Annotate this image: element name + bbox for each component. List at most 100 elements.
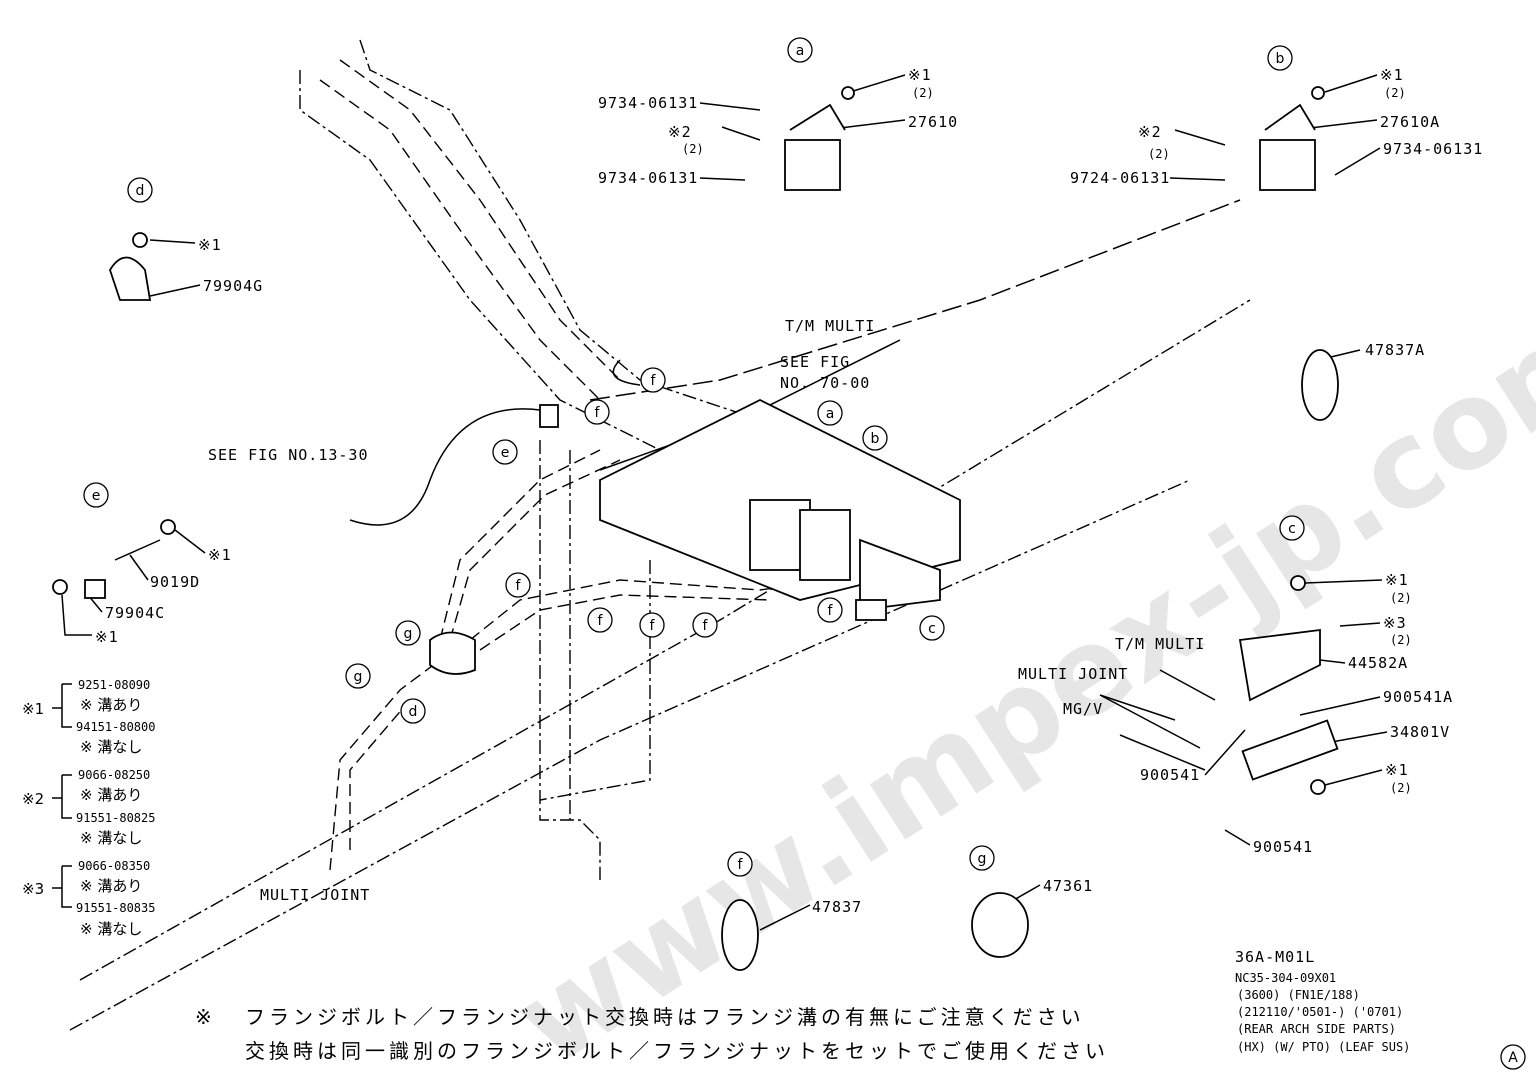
legend-item-2: ※2 9066-08250 ※ 溝あり 91551-80825 ※ 溝なし xyxy=(22,768,155,847)
label-detail-e-p4: ※1 xyxy=(95,628,119,646)
label-legend-1-b-num: 91551-80825 xyxy=(76,811,155,825)
label-detail-a-p3: 9734-06131 xyxy=(598,169,698,187)
label-detail-d-p2: 79904G xyxy=(203,277,263,295)
label-detail-c-p8: 900541 xyxy=(1253,838,1313,856)
label-detail-e-p2: 9019D xyxy=(150,573,200,591)
label-note-line2: 交換時は同一識別のフランジボルト／フランジナットをセットでご使用ください xyxy=(245,1039,1109,1063)
label-detail-b-p4: 27610A xyxy=(1380,113,1440,131)
callout-c: c xyxy=(928,621,936,637)
label-detail-b-p3q: (2) xyxy=(1384,86,1406,100)
label-legend-2-mark: ※3 xyxy=(22,880,44,898)
detail-d-labels: ※1 79904G xyxy=(198,236,263,295)
callout-f: f xyxy=(598,613,604,629)
label-detail-a-p4q: (2) xyxy=(912,86,934,100)
label-legend-1-a-num: 9066-08250 xyxy=(78,768,150,782)
callout-g: g xyxy=(404,626,413,642)
label-legend-2-a-num: 9066-08350 xyxy=(78,859,150,873)
label-detail-b-p5: 9734-06131 xyxy=(1383,140,1483,158)
label-detail-c-p1q: (2) xyxy=(1390,591,1412,605)
callout-a: a xyxy=(826,406,835,422)
label-code-0: 36A-M01L xyxy=(1235,948,1315,966)
callout-f-detail: f xyxy=(738,857,744,873)
label-legend-0-b-note: ※ 溝なし xyxy=(80,738,142,756)
label-detail-c-p1: ※1 xyxy=(1385,571,1409,589)
label-main-tm-multi: T/M MULTI xyxy=(785,317,875,335)
label-detail-a-p4: ※1 xyxy=(908,66,932,84)
label-detail-c-p6: 900541 xyxy=(1140,766,1200,784)
legend-item-1: ※1 9251-08090 ※ 溝あり 94151-80800 ※ 溝なし xyxy=(22,678,155,756)
label-legend-1-a-note: ※ 溝あり xyxy=(80,786,142,804)
label-code-4: (REAR ARCH SIDE PARTS) xyxy=(1237,1022,1396,1036)
label-legend-0-b-num: 94151-80800 xyxy=(76,720,155,734)
label-code-2: (3600) (FN1E/188) xyxy=(1237,988,1360,1002)
detail-e-labels: ※1 9019D 79904C ※1 xyxy=(95,546,232,646)
label-detail-a-p5: 27610 xyxy=(908,113,958,131)
bracket-assembly xyxy=(429,398,961,675)
label-detail-c-p2: ※3 xyxy=(1383,614,1407,632)
callout-f: f xyxy=(595,405,601,421)
callout-d-detail: d xyxy=(136,183,145,199)
label-detail-d-p1: ※1 xyxy=(198,236,222,254)
label-detail-b-p2: 9724-06131 xyxy=(1070,169,1170,187)
callout-d: d xyxy=(409,704,418,720)
label-detail-c-p5: 34801V xyxy=(1390,723,1450,741)
label-detail-c-p2q: (2) xyxy=(1390,633,1412,647)
detail-g-label: 47361 xyxy=(1043,877,1093,895)
label-main-see-fig-13: SEE FIG NO.13-30 xyxy=(208,446,369,464)
label-detail-a-p1: 9734-06131 xyxy=(598,94,698,112)
sheet-marker-a: A xyxy=(1508,1050,1518,1066)
main-labels: T/M MULTI SEE FIG NO. 70-00 SEE FIG NO.1… xyxy=(208,317,875,904)
drawing-code-block: 36A-M01L NC35-304-09X01 (3600) (FN1E/188… xyxy=(1235,948,1410,1054)
callout-g-detail: g xyxy=(978,851,987,867)
detail-b-labels: ※2 (2) 9724-06131 ※1 (2) 27610A 9734-06131 xyxy=(1070,66,1483,187)
callout-c-detail: c xyxy=(1288,521,1296,537)
label-main-see-fig-1: SEE FIG xyxy=(780,353,850,371)
label-legend-2-a-note: ※ 溝あり xyxy=(80,877,142,895)
callout-e-detail: e xyxy=(92,488,101,504)
callout-b: b xyxy=(871,431,880,447)
detail-c-labels: ※1(2) ※3(2) 44582A 900541A 34801V 900541… xyxy=(1018,571,1453,856)
detail-f-label: 47837 xyxy=(812,898,862,916)
callout-circles: a b d e c f g f f a b e f f f f f c g g … xyxy=(83,37,1526,1070)
detail-a-labels: 9734-06131 ※2(2) 9734-06131 ※1(2) 27610 xyxy=(598,66,958,187)
callout-f: f xyxy=(651,373,657,389)
footnote: ※ フランジボルト／フランジナット交換時はフランジ溝の有無にご注意ください 交換… xyxy=(195,1005,1109,1063)
label-detail-a-p2: ※2 xyxy=(668,123,692,141)
label-legend-0-a-note: ※ 溝あり xyxy=(80,696,142,714)
watermark: www.impex-jp.com xyxy=(492,278,1536,1074)
callout-b-detail: b xyxy=(1276,51,1285,67)
callout-f: f xyxy=(516,578,522,594)
label-detail-c-mgv: MG/V xyxy=(1063,700,1103,718)
label-detail-b-p1: ※2 xyxy=(1138,123,1162,141)
label-detail-c-p3: 44582A xyxy=(1348,654,1408,672)
label-detail-c-mj: MULTI JOINT xyxy=(1018,665,1128,683)
callout-f: f xyxy=(650,618,656,634)
callout-g: g xyxy=(354,669,363,685)
label-detail-b-p3: ※1 xyxy=(1380,66,1404,84)
tie-right-label: 47837A xyxy=(1365,341,1425,359)
label-main-multi-joint: MULTI JOINT xyxy=(260,886,370,904)
label-code-5: (HX) (W/ PTO) (LEAF SUS) xyxy=(1237,1040,1410,1054)
label-main-see-fig-2: NO. 70-00 xyxy=(780,374,870,392)
leader-lines xyxy=(61,74,1388,931)
label-detail-c-tm: T/M MULTI xyxy=(1115,635,1205,653)
label-detail-b-p1q: (2) xyxy=(1148,147,1170,161)
label-detail-c-p4: 900541A xyxy=(1383,688,1453,706)
label-code-1: NC35-304-09X01 xyxy=(1235,971,1336,985)
callout-a-detail: a xyxy=(796,43,805,59)
label-legend-2-b-num: 91551-80835 xyxy=(76,901,155,915)
label-detail-a-p2q: (2) xyxy=(682,142,704,156)
label-legend-0-a-num: 9251-08090 xyxy=(78,678,150,692)
legend: ※1 9251-08090 ※ 溝あり 94151-80800 ※ 溝なし ※2… xyxy=(22,678,155,938)
label-code-3: (212110/'0501-) ('0701) xyxy=(1237,1005,1403,1019)
label-legend-0-mark: ※1 xyxy=(22,700,44,718)
callout-f: f xyxy=(703,618,709,634)
label-detail-e-p3: 79904C xyxy=(105,604,165,622)
label-detail-c-p7q: (2) xyxy=(1390,781,1412,795)
label-detail-c-p7: ※1 xyxy=(1385,761,1409,779)
label-detail-e-p1: ※1 xyxy=(208,546,232,564)
callout-e: e xyxy=(501,445,510,461)
callout-f: f xyxy=(828,603,834,619)
